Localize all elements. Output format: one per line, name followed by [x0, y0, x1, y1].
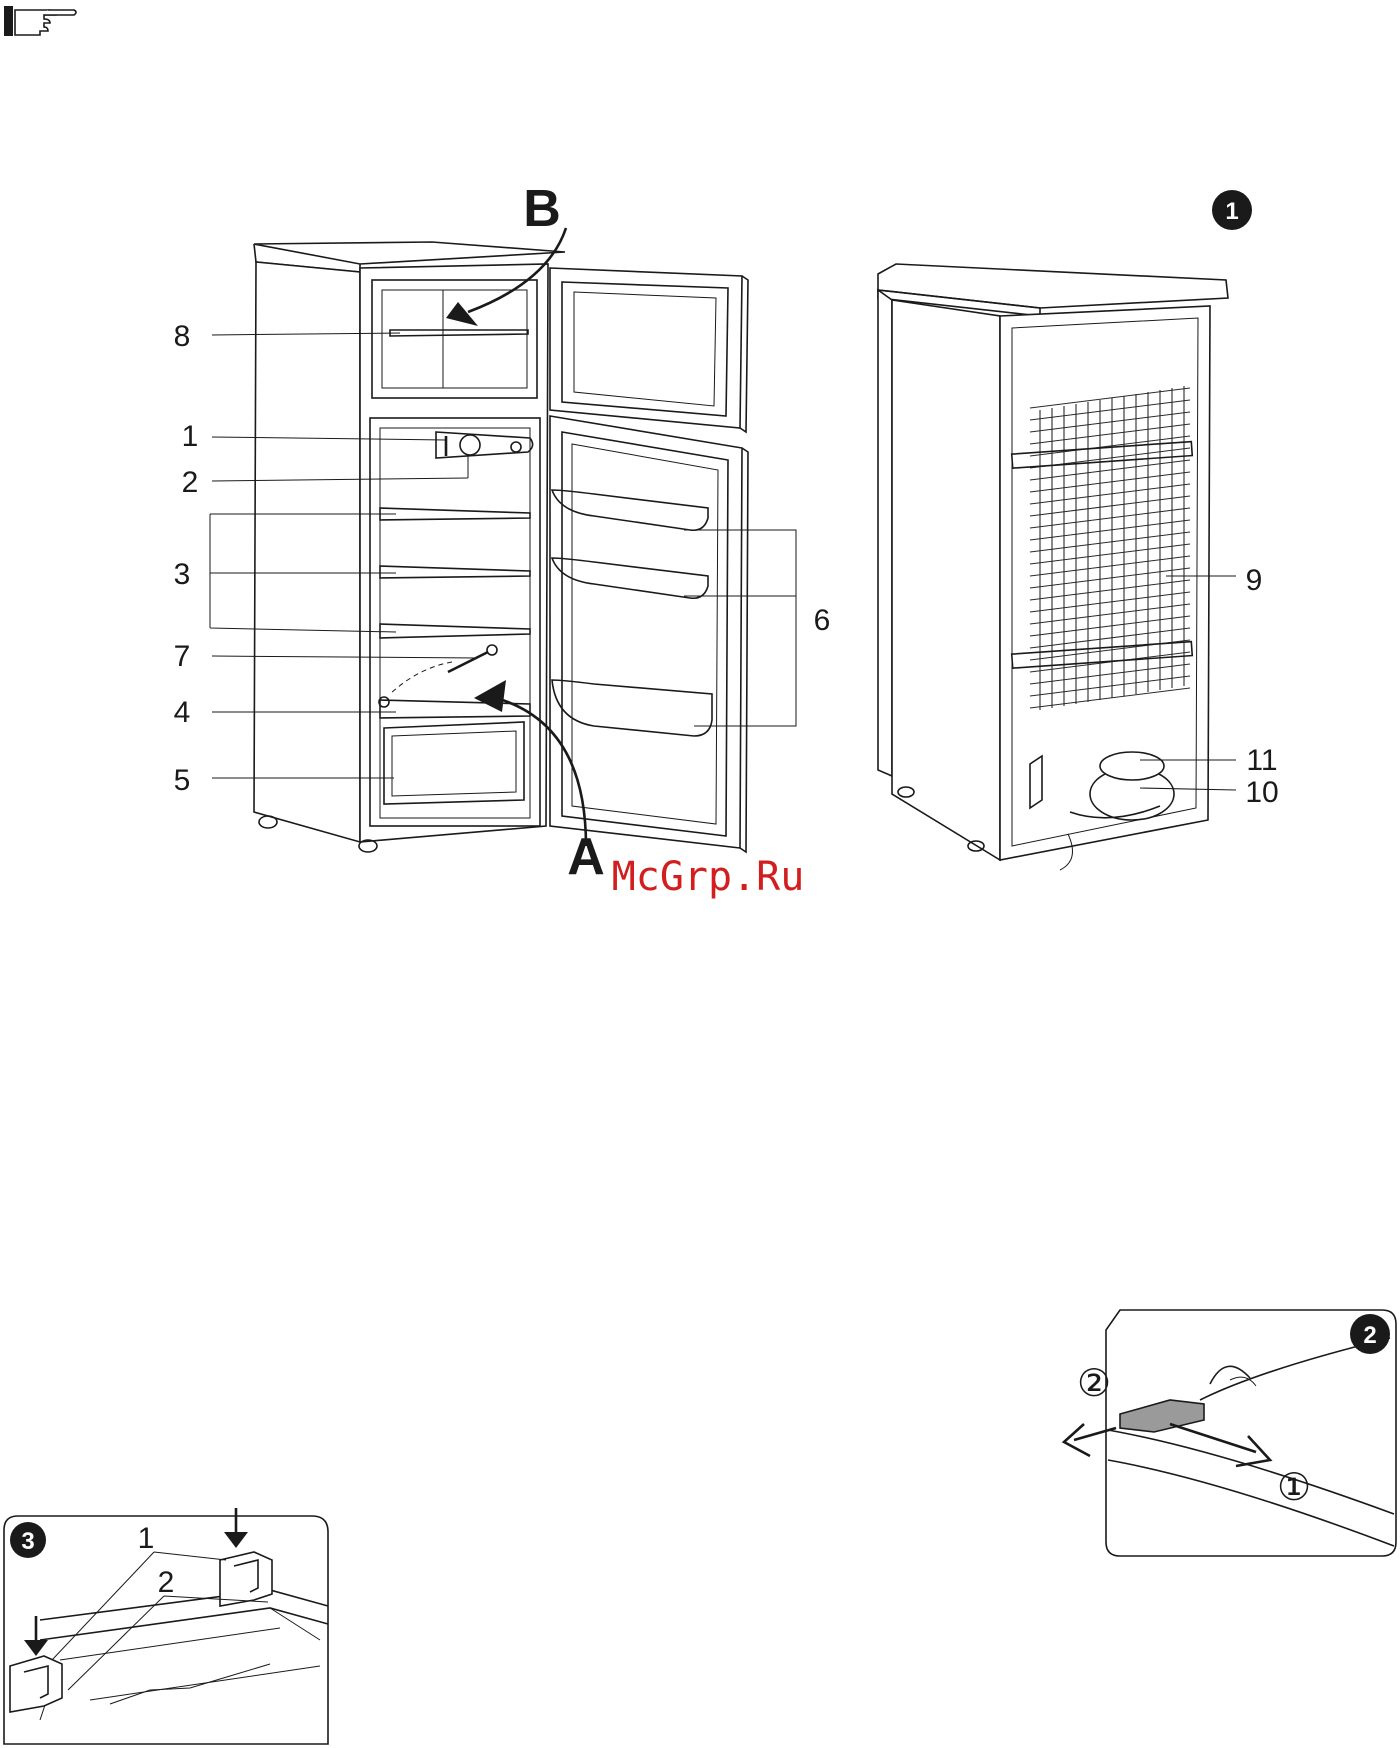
callout-11: 11: [1246, 744, 1277, 777]
step-1-marker: ①: [1277, 1465, 1311, 1509]
fig3-callout-2: 2: [158, 1566, 175, 1599]
callout-5: 5: [174, 764, 191, 797]
fridge-front-view: [254, 228, 748, 852]
callout-9: 9: [1246, 564, 1263, 597]
callout-7: 7: [174, 640, 191, 673]
arrow-b-label: B: [523, 180, 561, 238]
callout-10: 10: [1245, 776, 1278, 809]
callout-8: 8: [174, 320, 191, 353]
figure-1-badge: 1: [1225, 198, 1238, 225]
callout-2: 2: [182, 466, 199, 499]
arrow-a-label: A: [567, 828, 605, 886]
callout-4: 4: [174, 696, 191, 729]
figure-2-badge: 2: [1363, 1322, 1376, 1349]
figure-3-badge: 3: [21, 1528, 34, 1555]
callout-6: 6: [814, 604, 831, 637]
fig3-callout-1: 1: [138, 1522, 155, 1555]
pointing-hand-icon: [4, 6, 76, 36]
callout-1: 1: [182, 420, 199, 453]
callout-3: 3: [174, 558, 191, 591]
watermark: McGrp.Ru: [612, 854, 805, 900]
fridge-rear-view: 1 9 11 10: [878, 190, 1279, 870]
figure-2-panel: 2 ② ①: [1064, 1310, 1396, 1556]
step-2-marker: ②: [1077, 1361, 1111, 1405]
figure-3-panel: 3 1 2: [4, 1508, 328, 1744]
